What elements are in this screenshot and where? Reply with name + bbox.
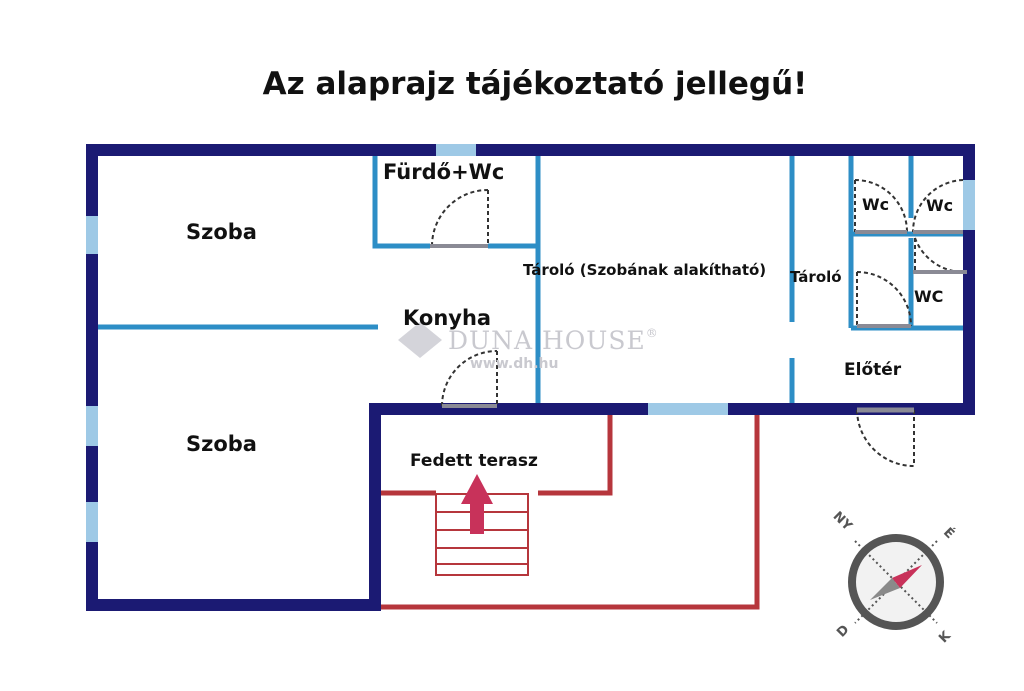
terrace-walls xyxy=(380,414,760,610)
outer-walls xyxy=(86,144,975,611)
room-label-tarolo-small: Tároló xyxy=(790,268,842,286)
door-konyha xyxy=(441,350,498,407)
window-left-3 xyxy=(86,502,98,542)
room-label-tarolo-big: Tároló (Szobának alakítható) xyxy=(523,261,767,279)
room-label-szoba-top: Szoba xyxy=(186,220,257,244)
watermark-url: www.dh.hu xyxy=(470,356,559,372)
room-label-wc2: Wc xyxy=(926,196,954,215)
door-furdo xyxy=(431,189,489,247)
page-title: Az alaprajz tájékoztató jellegű! xyxy=(262,66,808,102)
stairs-arrow-icon xyxy=(461,474,493,534)
room-label-szoba-bottom: Szoba xyxy=(186,432,257,456)
window-top xyxy=(436,144,476,156)
windows xyxy=(86,144,975,542)
room-label-konyha: Konyha xyxy=(403,306,492,330)
compass-icon xyxy=(848,534,944,630)
room-label-terasz: Fedett terasz xyxy=(410,451,538,471)
door-wc3 xyxy=(914,237,968,274)
room-label-wc1: Wc xyxy=(862,195,890,214)
room-label-furdo: Fürdő+Wc xyxy=(383,160,505,184)
window-right xyxy=(963,180,975,230)
doors xyxy=(430,179,968,467)
window-left-2 xyxy=(86,406,98,446)
room-label-wc3: WC xyxy=(914,287,944,306)
watermark-name: DUNA HOUSE® xyxy=(448,326,659,355)
window-bottom xyxy=(648,403,728,415)
door-entrance xyxy=(856,409,915,467)
door-wc1 xyxy=(854,179,908,233)
door-wc2 xyxy=(912,179,964,233)
door-tarolo xyxy=(856,271,912,327)
window-left-1 xyxy=(86,216,98,254)
duna-house-logo-icon xyxy=(398,322,442,358)
room-label-eloter: Előtér xyxy=(844,360,902,380)
